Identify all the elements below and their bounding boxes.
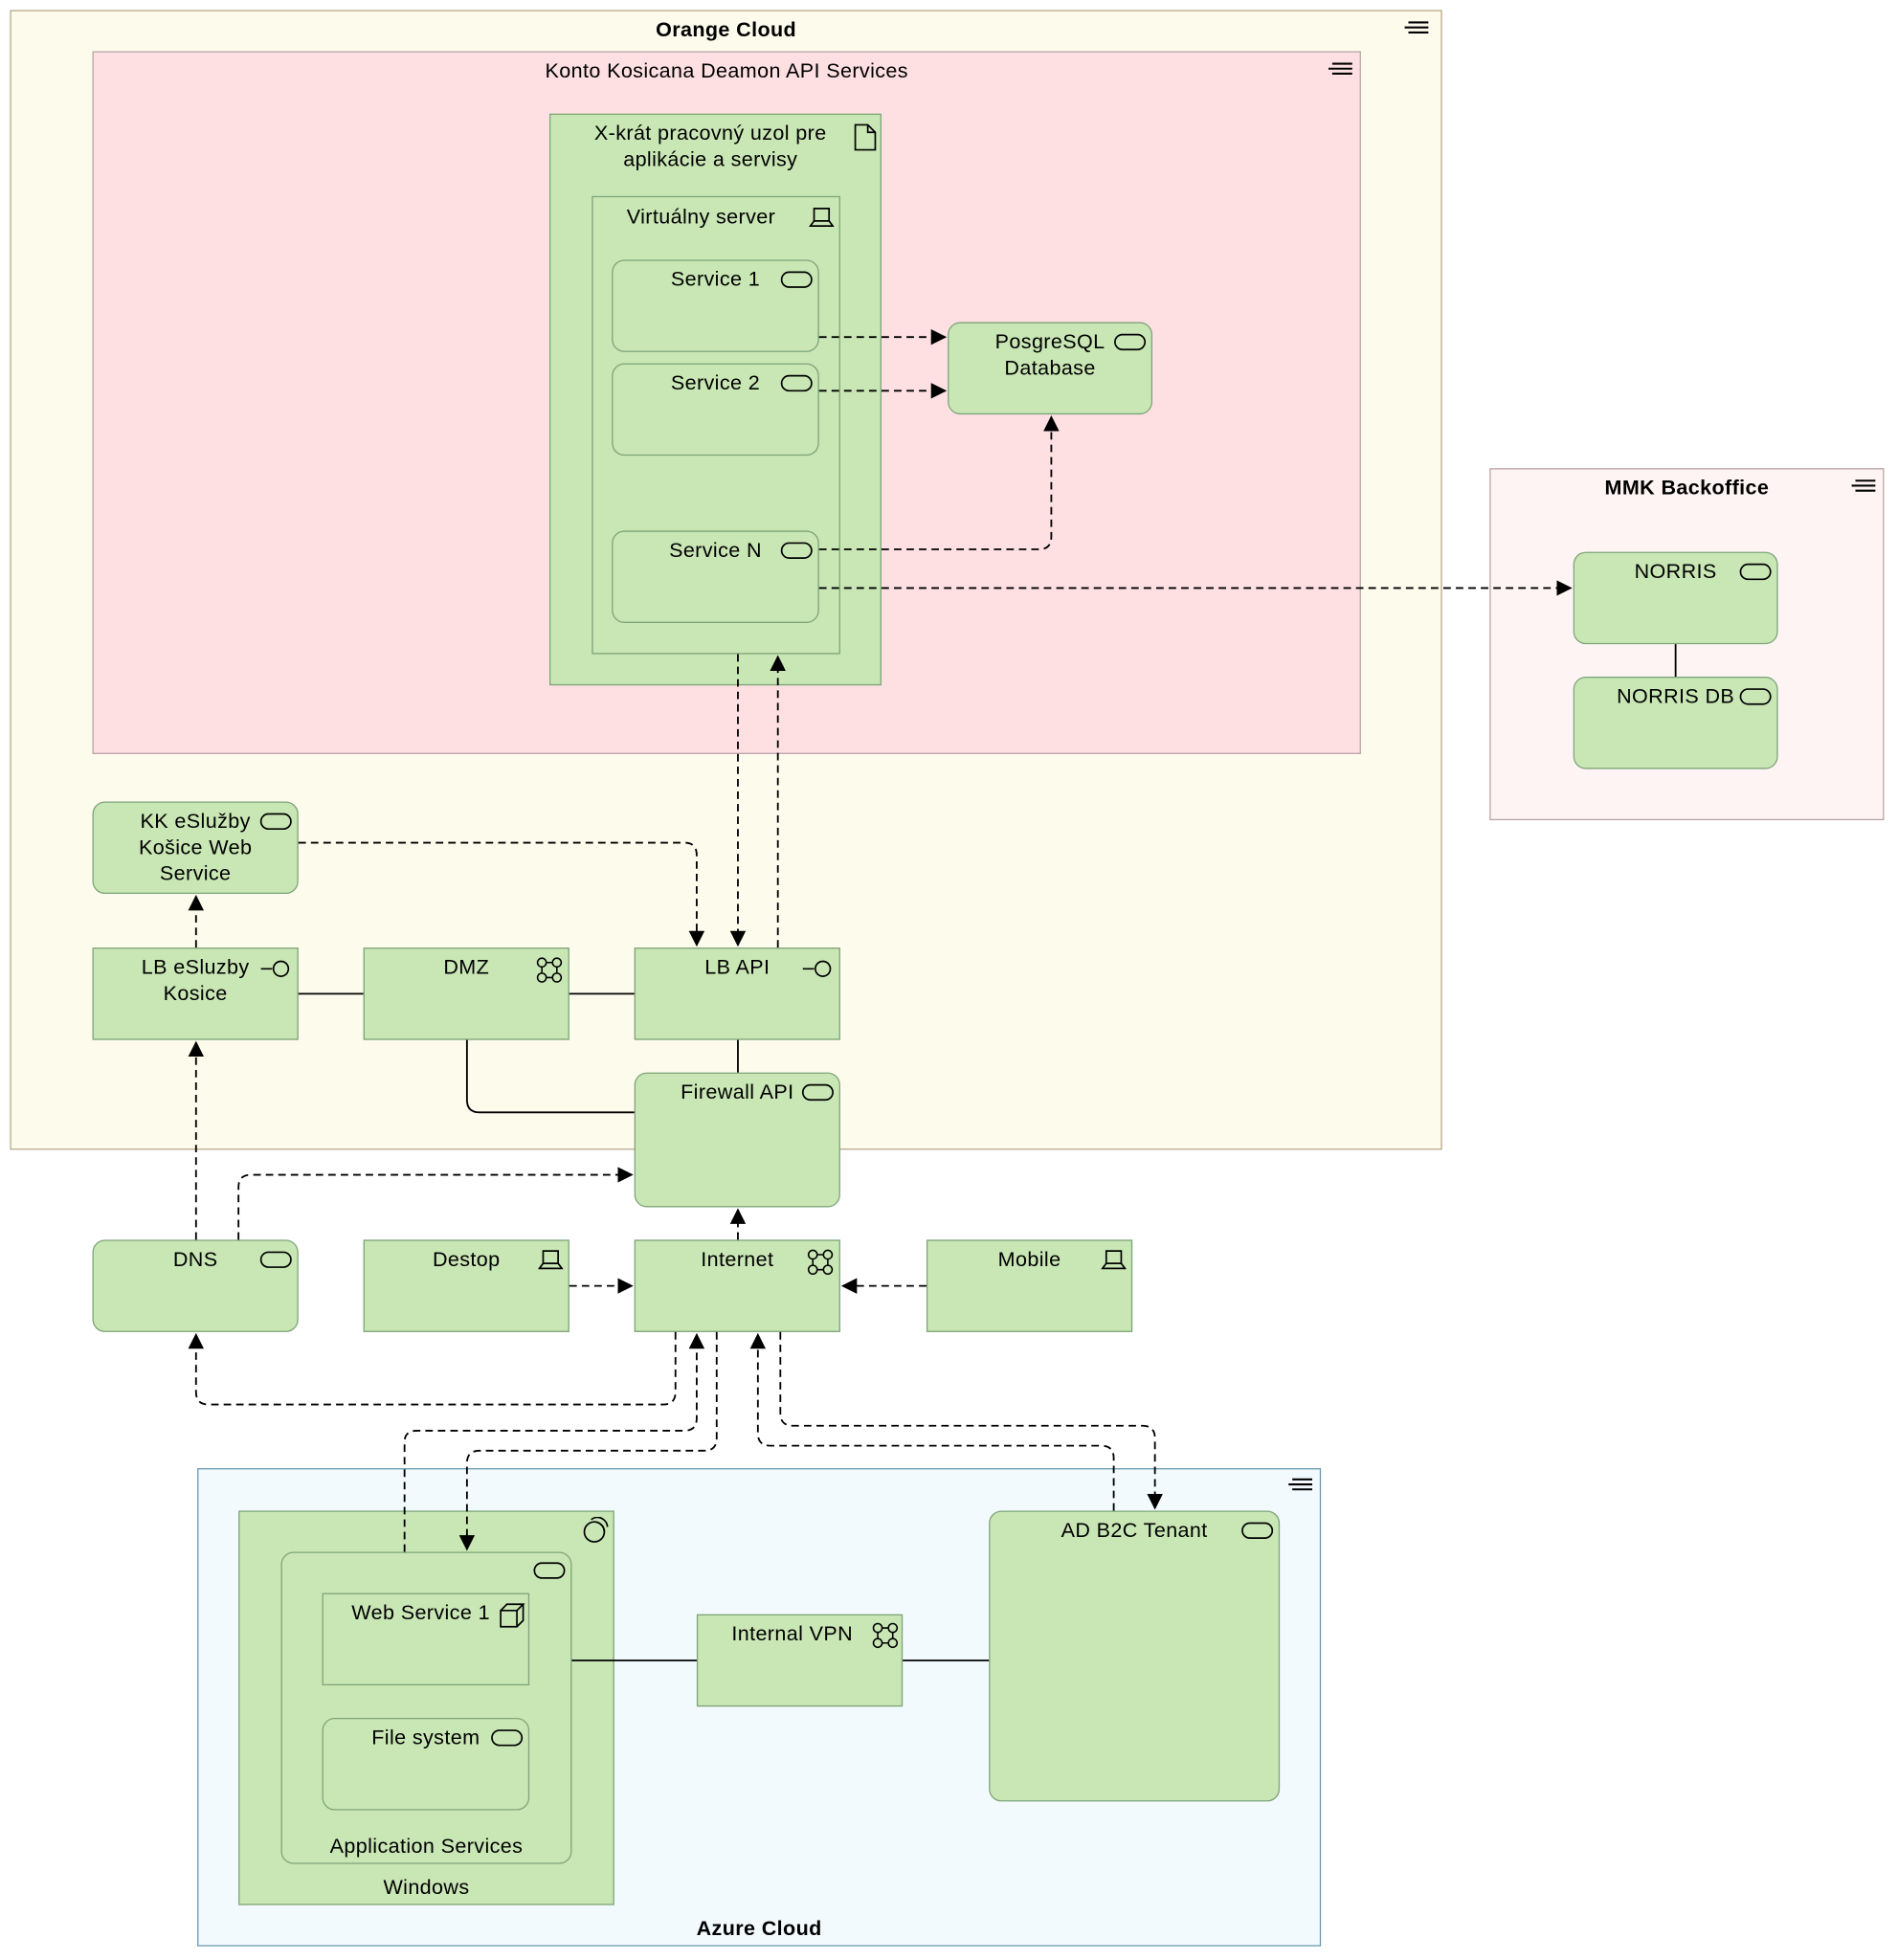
kk-esluzby-web-service[interactable]: KK eSlužby Košice Web Service [92, 801, 299, 895]
connector-adb2c-internet[interactable] [749, 1332, 1115, 1511]
dns[interactable]: DNS [92, 1239, 299, 1332]
connector-dns-firewall[interactable] [237, 1167, 634, 1240]
lb-esluzby-label: LB eSluzby Kosice [141, 956, 250, 1006]
firewall-api-label: Firewall API [681, 1080, 794, 1104]
artifact-icon [854, 123, 877, 151]
communication-network-icon [536, 957, 563, 983]
connector-dmz-firewall[interactable] [465, 1039, 635, 1114]
file-system-label: File system [371, 1726, 480, 1749]
service-2[interactable]: Service 2 [612, 363, 819, 457]
dmz[interactable]: DMZ [363, 947, 569, 1040]
grouping-icon [1288, 1478, 1313, 1491]
service-n[interactable]: Service N [612, 530, 819, 623]
communication-network-icon [807, 1249, 834, 1276]
desktop[interactable]: Destop [363, 1239, 569, 1332]
service-icon [533, 1562, 566, 1579]
service-icon [801, 1083, 834, 1102]
orange-cloud-title: Orange Cloud [656, 18, 797, 42]
communication-network-icon [872, 1622, 899, 1649]
norris[interactable]: NORRIS [1573, 551, 1778, 645]
service-icon [491, 1729, 524, 1747]
service-icon [259, 1251, 292, 1268]
kk-esluzby-label: KK eSlužby Košice Web Service [138, 810, 253, 885]
service-icon [1114, 333, 1147, 351]
azure-cloud-title: Azure Cloud [696, 1917, 822, 1941]
service-icon [1241, 1522, 1274, 1539]
web-service-1[interactable]: Web Service 1 [322, 1592, 530, 1686]
interface-icon [802, 960, 832, 977]
file-system[interactable]: File system [322, 1717, 530, 1811]
ad-b2c-tenant[interactable]: AD B2C Tenant [989, 1510, 1281, 1802]
postgresql-label: PosgreSQL Database [994, 330, 1105, 380]
device-icon [538, 1250, 564, 1270]
service-icon [1739, 563, 1772, 581]
connector-appservices-internet[interactable] [403, 1332, 705, 1552]
ad-b2c-label: AD B2C Tenant [1061, 1519, 1208, 1543]
windows-label: Windows [383, 1876, 470, 1900]
service-icon [259, 813, 292, 831]
internal-vpn-label: Internal VPN [731, 1622, 854, 1646]
lb-esluzby-kosice[interactable]: LB eSluzby Kosice [92, 947, 299, 1040]
grouping-icon [1328, 62, 1352, 76]
service-n-label: Service N [669, 539, 762, 563]
web-service-1-label: Web Service 1 [351, 1601, 490, 1625]
virtual-server-label: Virtuálny server [626, 206, 776, 229]
firewall-api[interactable]: Firewall API [634, 1072, 840, 1208]
interface-icon [260, 960, 290, 977]
device-icon [1101, 1250, 1127, 1270]
mobile-label: Mobile [997, 1248, 1061, 1271]
dns-label: DNS [172, 1248, 218, 1271]
service-icon [1739, 688, 1772, 705]
grouping-icon [1851, 479, 1876, 492]
service-1[interactable]: Service 1 [612, 259, 819, 352]
connector-kkesluzby-lbapi[interactable] [298, 841, 705, 947]
lb-api[interactable]: LB API [634, 947, 840, 1040]
internal-vpn[interactable]: Internal VPN [696, 1614, 904, 1707]
service-icon [780, 374, 813, 392]
connector-internet-appservices[interactable] [458, 1331, 718, 1551]
norris-db[interactable]: NORRIS DB [1573, 677, 1778, 769]
connector-internet-adb2c[interactable] [779, 1331, 1163, 1510]
norris-label: NORRIS [1634, 560, 1717, 584]
internet-label: Internet [701, 1248, 774, 1271]
dmz-label: DMZ [443, 956, 490, 979]
service-2-label: Service 2 [670, 371, 761, 395]
node-icon [500, 1603, 525, 1628]
connector-internet-dns[interactable] [188, 1331, 677, 1406]
konto-title: Konto Kosicana Deamon API Services [545, 59, 908, 83]
worker-node-label: X-krát pracovný uzol pre aplikácie a ser… [593, 122, 827, 171]
connector-servicen-postgres[interactable] [818, 415, 1060, 550]
service-1-label: Service 1 [670, 268, 761, 291]
mmk-title: MMK Backoffice [1604, 477, 1770, 500]
norris-db-label: NORRIS DB [1617, 685, 1735, 708]
system-software-icon [583, 1516, 609, 1543]
grouping-icon [1404, 21, 1429, 33]
mobile[interactable]: Mobile [926, 1239, 1133, 1332]
desktop-label: Destop [432, 1248, 501, 1271]
postgresql-database[interactable]: PosgreSQL Database [948, 322, 1153, 415]
device-icon [809, 208, 835, 227]
application-services-label: Application Services [329, 1835, 524, 1859]
service-icon [780, 542, 813, 559]
service-icon [780, 271, 813, 288]
lb-api-label: LB API [704, 956, 770, 979]
internet[interactable]: Internet [634, 1239, 840, 1332]
